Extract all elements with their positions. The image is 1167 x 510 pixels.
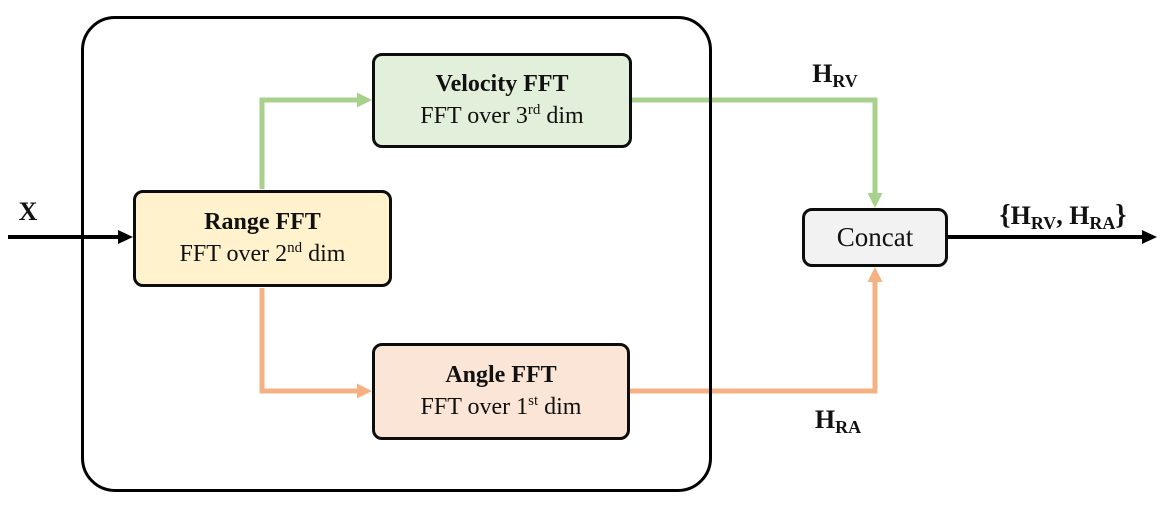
hra-sub: RA	[835, 417, 862, 437]
hrv-label: HRV	[812, 59, 858, 91]
output-h1-main: H	[1010, 201, 1031, 230]
hrv-sub: RV	[832, 71, 858, 91]
input-label-x: X	[19, 197, 38, 227]
output-arrowhead	[1142, 230, 1157, 244]
range-fft-subtitle-suffix: dim	[302, 240, 346, 267]
output-h2-main: H	[1069, 201, 1090, 230]
output-separator: ,	[1056, 201, 1070, 230]
input-label-x-text: X	[18, 197, 38, 226]
range-fft-title: Range FFT	[204, 208, 321, 235]
hrv-main: H	[812, 59, 833, 88]
velocity-fft-box: Velocity FFT FFT over 3rd dim	[372, 53, 632, 148]
angle-fft-box: Angle FFT FFT over 1st dim	[372, 343, 630, 440]
range-fft-subtitle: FFT over 2nd dim	[180, 239, 346, 271]
hra-label: HRA	[814, 405, 862, 437]
output-brace-close: }	[1115, 200, 1127, 231]
concat-title: Concat	[836, 221, 914, 252]
range-to-velocity-arrow-line	[259, 97, 360, 189]
range-fft-box: Range FFT FFT over 2nd dim	[133, 190, 392, 287]
velocity-fft-subtitle: FFT over 3rd dim	[420, 101, 583, 133]
angle-fft-subtitle: FFT over 1st dim	[421, 392, 582, 424]
input-arrowhead	[118, 230, 133, 244]
range-fft-subtitle-sup: nd	[287, 239, 303, 256]
range-to-angle-arrow-line	[259, 288, 360, 394]
range-fft-subtitle-prefix: FFT over 2	[179, 240, 288, 267]
angle-to-concat-arrowhead	[867, 267, 883, 282]
velocity-to-concat-arrowhead	[867, 193, 883, 208]
output-brace-open: {	[999, 200, 1011, 231]
velocity-fft-title: Velocity FFT	[435, 70, 569, 97]
angle-fft-subtitle-suffix: dim	[538, 393, 582, 420]
output-h1-sub: RV	[1030, 213, 1057, 233]
concat-box: Concat	[802, 208, 948, 267]
velocity-fft-subtitle-suffix: dim	[540, 102, 584, 129]
hra-main: H	[814, 405, 836, 434]
range-to-angle-arrowhead	[357, 383, 372, 399]
velocity-fft-subtitle-prefix: FFT over 3	[420, 102, 528, 129]
angle-fft-subtitle-sup: st	[528, 392, 539, 409]
output-label: {HRV, HRA}	[1000, 200, 1127, 232]
output-h2-sub: RA	[1089, 213, 1116, 233]
angle-fft-subtitle-prefix: FFT over 1	[420, 393, 529, 420]
velocity-to-concat-arrow-line	[632, 97, 878, 197]
range-to-velocity-arrowhead	[357, 92, 372, 108]
angle-fft-title: Angle FFT	[445, 361, 557, 388]
pipeline-outer-frame	[81, 16, 712, 492]
velocity-fft-subtitle-sup: rd	[527, 101, 541, 118]
